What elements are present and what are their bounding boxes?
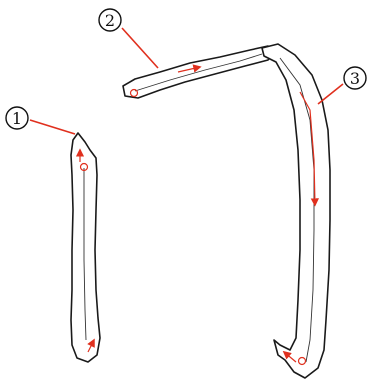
label-1: 1: [6, 107, 75, 134]
label-3: 3: [318, 67, 366, 104]
stroke-3-outline: [262, 44, 330, 378]
label-2-text: 2: [105, 11, 115, 30]
stroke-3: [262, 44, 330, 378]
label-2: 2: [99, 9, 158, 68]
label-2-pointer: [122, 28, 158, 68]
label-1-pointer: [30, 120, 75, 134]
label-1-text: 1: [12, 109, 22, 128]
stroke-1: [71, 133, 100, 362]
label-3-pointer: [318, 84, 343, 104]
label-3-text: 3: [350, 69, 360, 88]
